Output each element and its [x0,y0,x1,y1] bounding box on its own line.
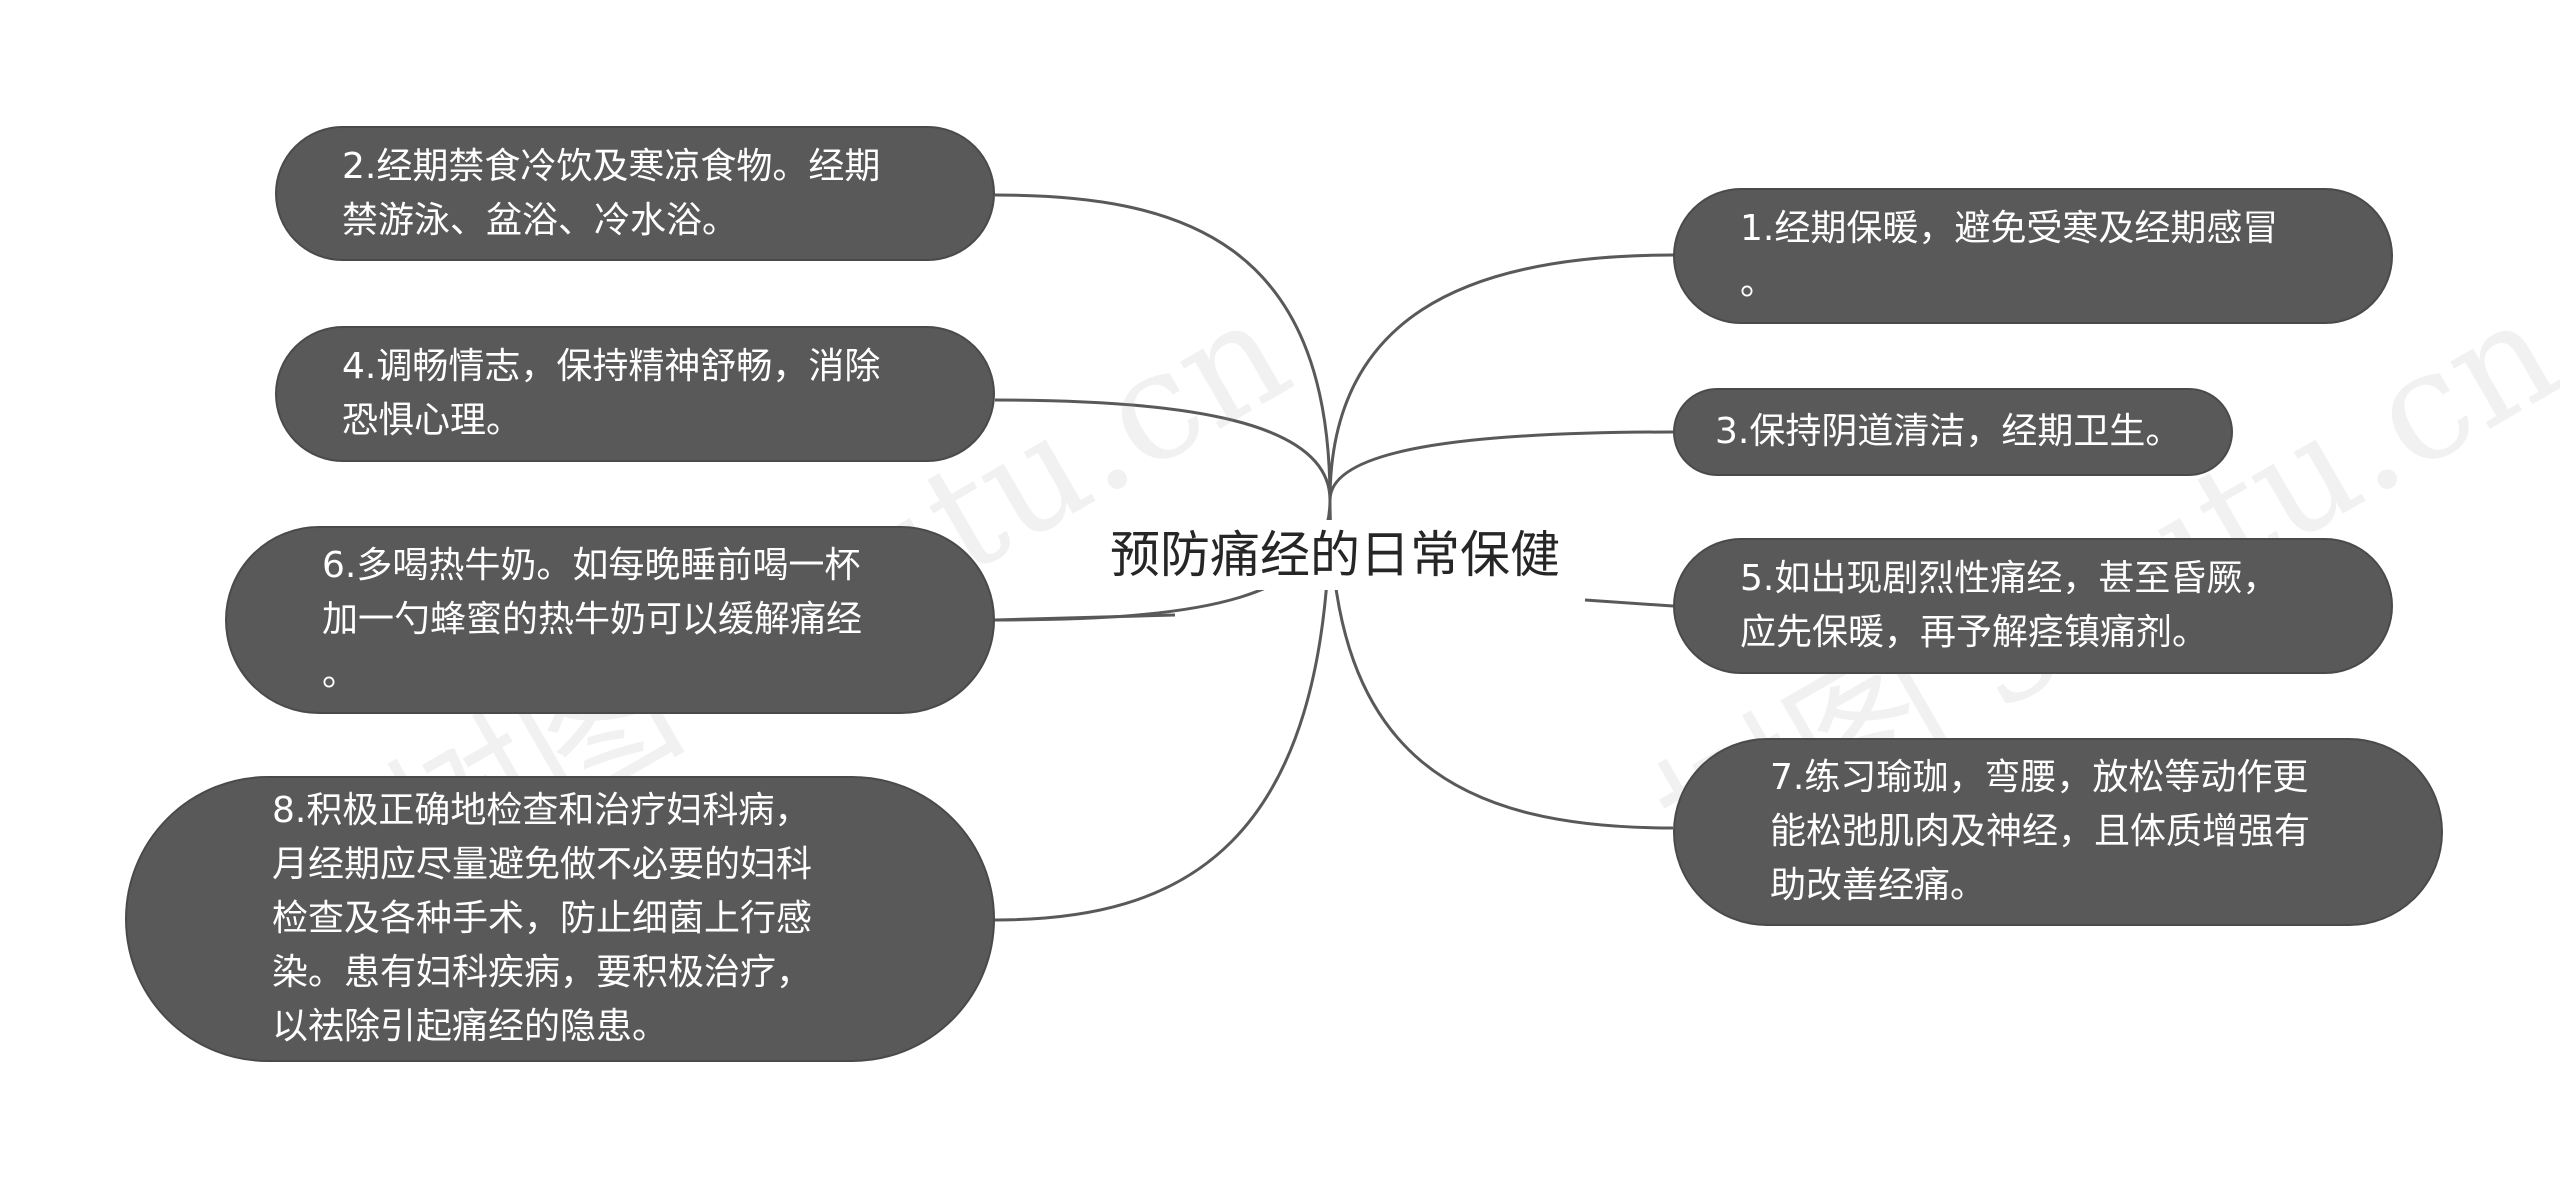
topic-node-3[interactable]: 3.保持阴道清洁，经期卫生。 [1673,388,2233,476]
central-topic[interactable]: 预防痛经的日常保健 [1100,520,1570,590]
topic-node-4[interactable]: 4.调畅情志，保持精神舒畅，消除 恐惧心理。 [275,326,995,462]
topic-node-6[interactable]: 6.多喝热牛奶。如每晚睡前喝一杯 加一勺蜂蜜的热牛奶可以缓解痛经 。 [225,526,995,714]
topic-node-7[interactable]: 7.练习瑜珈，弯腰，放松等动作更 能松弛肌肉及神经，且体质增强有 助改善经痛。 [1673,738,2443,926]
topic-node-1[interactable]: 1.经期保暖，避免受寒及经期感冒 。 [1673,188,2393,324]
connector-center-left [994,613,1176,622]
connector-n2 [994,193,1332,501]
connector-n7 [1328,499,1674,830]
connector-n5 [1584,598,1674,608]
connector-n3 [1328,430,1674,501]
topic-node-5[interactable]: 5.如出现剧烈性痛经，甚至昏厥， 应先保暖，再予解痉镇痛剂。 [1673,538,2393,674]
topic-node-2[interactable]: 2.经期禁食冷饮及寒凉食物。经期 禁游泳、盆浴、冷水浴。 [275,126,995,261]
connector-n1 [1328,253,1674,501]
topic-node-8[interactable]: 8.积极正确地检查和治疗妇科病， 月经期应尽量避免做不必要的妇科 检查及各种手术… [125,776,995,1062]
connector-n8 [994,499,1332,922]
connector-n4 [994,398,1332,501]
